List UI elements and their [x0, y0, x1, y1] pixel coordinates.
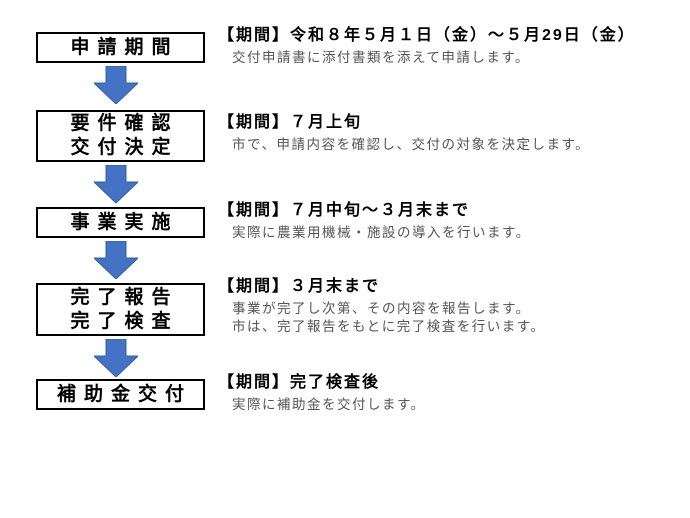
step-detail-subsidy-payment: 【期間】完了検査後 実際に補助金を交付します。	[218, 373, 426, 414]
down-arrow-icon	[94, 339, 138, 377]
step-detail-application-period: 【期間】令和８年５月１日（金）～５月29日（金） 交付申請書に添付書類を添えて申…	[218, 26, 636, 67]
step-box-label: 申請期間	[70, 36, 179, 58]
step-detail-requirement-check: 【期間】７月上旬 市で、申請内容を確認し、交付の対象を決定します。	[218, 113, 590, 154]
period-heading: 【期間】完了検査後	[218, 374, 381, 391]
step-description: 市で、申請内容を確認し、交付の対象を決定します。	[232, 137, 591, 152]
step-box-label: 補助金交付	[56, 383, 192, 405]
step-description: 実際に補助金を交付します。	[232, 397, 426, 412]
down-arrow-shape	[94, 66, 138, 104]
step-description: 市は、完了報告をもとに完了検査を行います。	[232, 318, 546, 334]
step-description: 事業が完了し次第、その内容を報告します。	[232, 301, 531, 316]
step-box-project-implementation: 事業実施	[36, 207, 205, 238]
step-box-subsidy-payment: 補助金交付	[36, 379, 205, 410]
down-arrow-shape	[94, 241, 138, 279]
down-arrow-shape	[94, 339, 138, 377]
step-detail-project-implementation: 【期間】７月中旬～３月末まで 実際に農業用機械・施設の導入を行います。	[218, 201, 531, 242]
period-heading: 【期間】７月上旬	[218, 114, 363, 131]
period-heading: 【期間】３月末まで	[218, 278, 381, 295]
step-box-application-period: 申請期間	[36, 32, 205, 63]
down-arrow-icon	[94, 66, 138, 104]
period-heading: 【期間】７月中旬～３月末まで	[218, 202, 471, 219]
step-box-label: 事業実施	[70, 211, 179, 233]
step-box-requirement-check-grant-decision: 要件確認 交付決定	[36, 110, 205, 162]
down-arrow-icon	[94, 165, 138, 203]
step-description: 交付申請書に添付書類を添えて申請します。	[232, 50, 530, 65]
step-description: 実際に農業用機械・施設の導入を行います。	[232, 225, 531, 240]
down-arrow-shape	[94, 165, 138, 203]
step-box-label: 完了検査	[70, 310, 179, 332]
down-arrow-icon	[94, 241, 138, 279]
step-box-label: 交付決定	[70, 137, 179, 158]
step-box-label: 要件確認	[70, 113, 179, 134]
step-box-label: 完了報告	[70, 286, 179, 308]
period-heading: 【期間】令和８年５月１日（金）～５月29日（金）	[218, 27, 636, 44]
step-box-completion-report-inspection: 完了報告 完了検査	[36, 283, 205, 336]
step-detail-completion-report: 【期間】３月末まで 事業が完了し次第、その内容を報告します。 市は、完了報告をも…	[218, 277, 545, 335]
